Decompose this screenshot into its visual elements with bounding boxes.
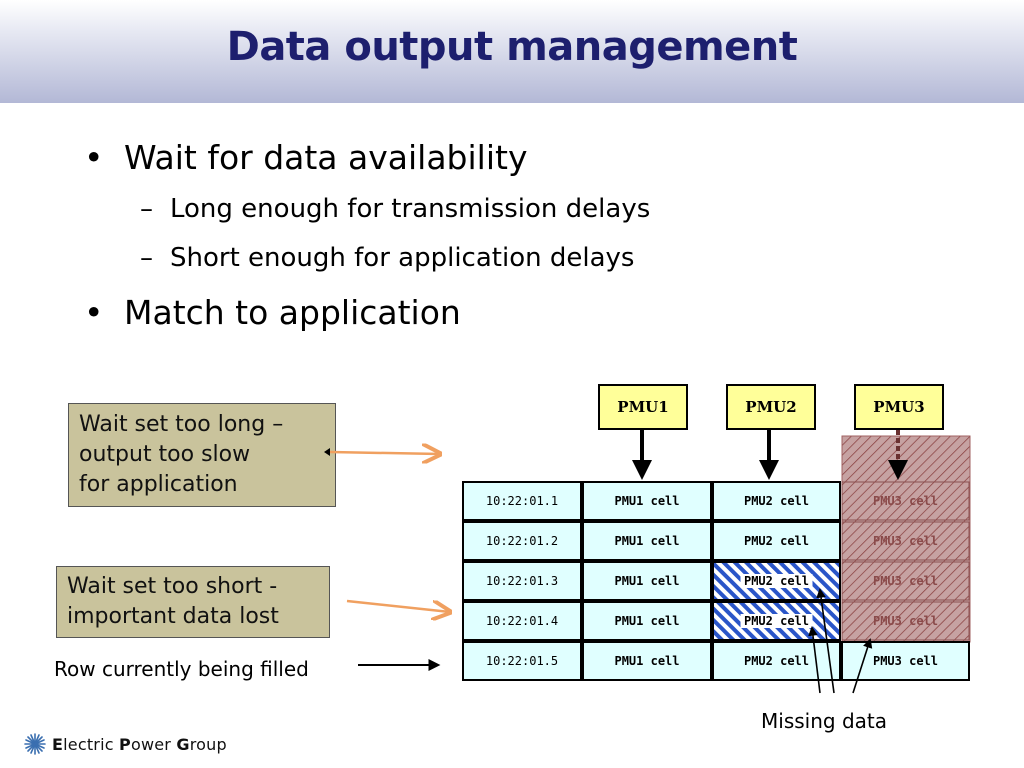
sub-bullet-text: Long enough for transmission delays (170, 194, 651, 224)
row-filling-label: Row currently being filled (54, 657, 309, 681)
pmu-header-boxes: PMU1 PMU2 PMU3 (598, 384, 944, 430)
cell-label-backdrop (740, 574, 813, 588)
data-cell (712, 521, 841, 561)
pmu-box (726, 384, 816, 430)
cell-label: PMU3 cell (873, 574, 938, 588)
data-cell (841, 641, 970, 681)
slide-title: Data output management (226, 24, 798, 70)
bullet-text: Wait for data availability (124, 138, 528, 177)
sub-bullet-dash: – (140, 194, 153, 224)
data-cell (582, 641, 712, 681)
sub-bullet-text: Short enough for application delays (170, 243, 635, 273)
cell-label: PMU2 cell (744, 574, 809, 588)
pmu-box (598, 384, 688, 430)
missing-cell (841, 521, 970, 561)
time-cell (462, 521, 582, 561)
cell-label: PMU1 cell (614, 654, 679, 668)
too-short-arrow (346, 599, 450, 612)
title-band (0, 0, 1024, 103)
missing-data-arrow-2 (816, 588, 835, 694)
cell-label: PMU1 cell (614, 534, 679, 548)
pmu-label: PMU3 (873, 398, 924, 416)
cell-label: PMU1 cell (614, 614, 679, 628)
time-label: 10:22:01.5 (486, 654, 558, 668)
cell-label-backdrop (740, 614, 813, 628)
bullet-dot: • (84, 138, 104, 177)
time-cell (462, 601, 582, 641)
bullet-dot: • (84, 293, 104, 332)
data-cell (712, 481, 841, 521)
time-cell (462, 561, 582, 601)
time-label: 10:22:01.1 (486, 494, 558, 508)
cell-label: PMU1 cell (614, 494, 679, 508)
cell-label: PMU2 cell (744, 614, 809, 628)
cell-label: PMU3 cell (873, 614, 938, 628)
cell-label: PMU3 cell (873, 494, 938, 508)
cell-label: PMU2 cell (744, 494, 809, 508)
data-cell (582, 481, 712, 521)
cell-label: PMU1 cell (614, 574, 679, 588)
logo-wordmark: Electric Power Group (52, 734, 227, 754)
missing-cell (712, 601, 841, 641)
sub-bullet-dash: – (140, 243, 153, 273)
cell-label: PMU2 cell (744, 534, 809, 548)
pmu-box (854, 384, 944, 430)
electric-power-group-logo: Electric Power Group (24, 732, 227, 756)
data-cell (582, 601, 712, 641)
missing-cell (841, 481, 970, 521)
missing-cell (841, 601, 970, 641)
callout-wait-too-short: Wait set too short - important data lost (56, 566, 330, 638)
cell-label: PMU2 cell (744, 654, 809, 668)
too-long-arrow (329, 452, 440, 454)
missing-data-arrow-3 (852, 638, 873, 694)
pmu-label: PMU2 (745, 398, 796, 416)
time-label: 10:22:01.3 (486, 574, 558, 588)
time-cell (462, 641, 582, 681)
missing-cell (841, 561, 970, 601)
pmu3-missing-backdrop (841, 435, 971, 643)
starburst-icon (24, 733, 46, 755)
missing-data-arrow-1 (808, 626, 821, 694)
data-cell (582, 521, 712, 561)
data-cell (712, 641, 841, 681)
missing-cell (712, 561, 841, 601)
time-cell (462, 481, 582, 521)
cell-label: PMU3 cell (873, 534, 938, 548)
time-label: 10:22:01.4 (486, 614, 558, 628)
callout-wait-too-long: Wait set too long – output too slow for … (68, 403, 336, 507)
missing-data-label: Missing data (761, 709, 887, 733)
bullet-text: Match to application (124, 293, 461, 332)
data-cell (582, 561, 712, 601)
pmu-label: PMU1 (617, 398, 668, 416)
time-label: 10:22:01.2 (486, 534, 558, 548)
cell-label: PMU3 cell (873, 654, 938, 668)
